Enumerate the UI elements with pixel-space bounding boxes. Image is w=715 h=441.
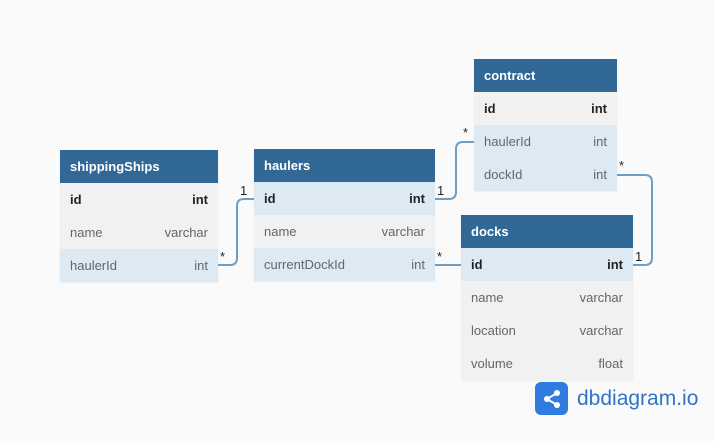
table-header[interactable]: haulers	[254, 149, 435, 182]
field-name: haulerId	[484, 134, 531, 149]
field-type: int	[593, 167, 607, 182]
field-name: id	[70, 192, 82, 207]
table-header[interactable]: docks	[461, 215, 633, 248]
field-name: name	[70, 225, 103, 240]
table-field[interactable]: location varchar	[461, 314, 633, 347]
field-type: varchar	[381, 224, 425, 239]
field-type: int	[194, 258, 208, 273]
relation-cardinality: *	[619, 158, 624, 173]
field-type: varchar	[579, 323, 623, 338]
table-shippingships[interactable]: shippingShips id int name varchar hauler…	[60, 150, 218, 282]
field-name: location	[471, 323, 516, 338]
table-docks[interactable]: docks id int name varchar location varch…	[461, 215, 633, 380]
table-contract[interactable]: contract id int haulerId int dockId int	[474, 59, 617, 191]
field-type: float	[598, 356, 623, 371]
field-type: varchar	[164, 225, 208, 240]
field-type: varchar	[579, 290, 623, 305]
field-type: int	[411, 257, 425, 272]
field-name: id	[264, 191, 276, 206]
field-name: name	[471, 290, 504, 305]
table-haulers[interactable]: haulers id int name varchar currentDockI…	[254, 149, 435, 281]
table-field[interactable]: id int	[474, 92, 617, 125]
field-name: id	[471, 257, 483, 272]
field-type: int	[593, 134, 607, 149]
table-field[interactable]: name varchar	[254, 215, 435, 248]
field-name: name	[264, 224, 297, 239]
share-nodes-icon	[535, 382, 568, 415]
field-type: int	[607, 257, 623, 272]
field-name: dockId	[484, 167, 523, 182]
table-field[interactable]: id int	[60, 183, 218, 216]
field-name: id	[484, 101, 496, 116]
table-field[interactable]: currentDockId int	[254, 248, 435, 281]
field-name: volume	[471, 356, 513, 371]
table-field[interactable]: haulerId int	[60, 249, 218, 282]
relation-cardinality: 1	[437, 183, 444, 198]
table-header[interactable]: contract	[474, 59, 617, 92]
table-field[interactable]: id int	[254, 182, 435, 215]
field-name: haulerId	[70, 258, 117, 273]
relation-cardinality: 1	[240, 183, 247, 198]
table-field[interactable]: name varchar	[60, 216, 218, 249]
field-type: int	[591, 101, 607, 116]
relation-cardinality: *	[463, 125, 468, 140]
table-field[interactable]: dockId int	[474, 158, 617, 191]
relation-cardinality: *	[437, 249, 442, 264]
table-field[interactable]: id int	[461, 248, 633, 281]
dbdiagram-logo[interactable]: dbdiagram.io	[535, 382, 698, 415]
field-type: int	[192, 192, 208, 207]
relation-contract-haulers[interactable]	[435, 141, 474, 200]
relation-contract-docks[interactable]	[617, 174, 653, 266]
table-field[interactable]: name varchar	[461, 281, 633, 314]
table-field[interactable]: haulerId int	[474, 125, 617, 158]
table-field[interactable]: volume float	[461, 347, 633, 380]
relation-shippingships-haulers[interactable]	[218, 198, 254, 266]
brand-text: dbdiagram.io	[577, 386, 699, 410]
field-type: int	[409, 191, 425, 206]
field-name: currentDockId	[264, 257, 345, 272]
relation-cardinality: *	[220, 249, 225, 264]
relation-cardinality: 1	[635, 249, 642, 264]
table-header[interactable]: shippingShips	[60, 150, 218, 183]
